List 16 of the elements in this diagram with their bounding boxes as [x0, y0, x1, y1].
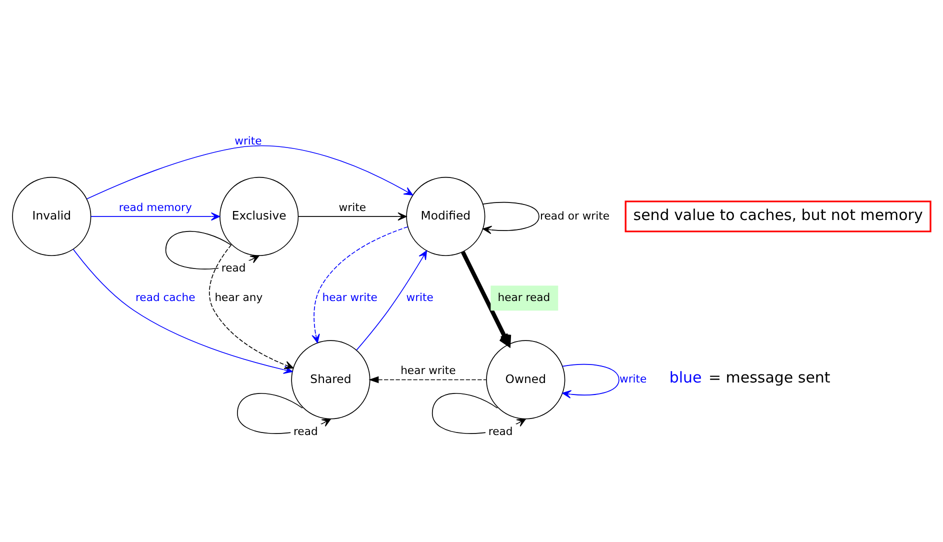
edge-label: hear any: [214, 290, 263, 304]
edge-label: read: [293, 424, 318, 438]
edge-label: write: [620, 372, 647, 386]
edge-label: write: [234, 134, 262, 147]
edge-label: read cache: [135, 290, 196, 304]
edge-label: write: [338, 200, 366, 214]
label: blue: [669, 368, 702, 386]
edge-label: hear write: [322, 290, 378, 304]
edge-label: read: [488, 424, 513, 438]
edge-label: hear read: [498, 290, 550, 304]
edge-label: read: [221, 261, 246, 274]
edge-label: read memory: [118, 200, 192, 214]
label: = message sent: [708, 368, 830, 386]
edge-label: read or write: [540, 208, 610, 222]
edge-label: write: [406, 290, 434, 304]
edge-label: hear write: [400, 364, 456, 377]
